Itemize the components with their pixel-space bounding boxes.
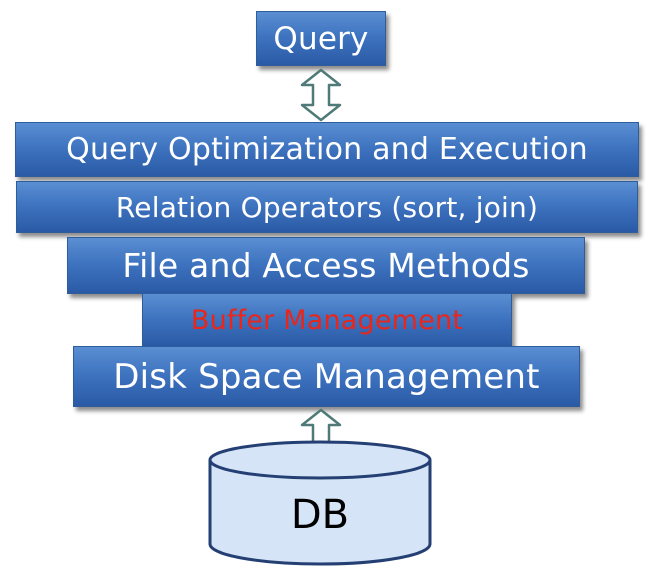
query-box: Query [256,11,386,66]
file-access-methods-layer: File and Access Methods [67,237,585,294]
double-arrow-icon [300,68,342,122]
disk-space-management-layer: Disk Space Management [73,346,580,407]
database-cylinder-icon [208,440,432,566]
query-optimization-layer: Query Optimization and Execution [15,122,639,177]
buffer-management-layer: Buffer Management [142,293,512,347]
relation-operators-layer: Relation Operators (sort, join) [16,181,638,233]
database-label: DB [290,492,350,538]
